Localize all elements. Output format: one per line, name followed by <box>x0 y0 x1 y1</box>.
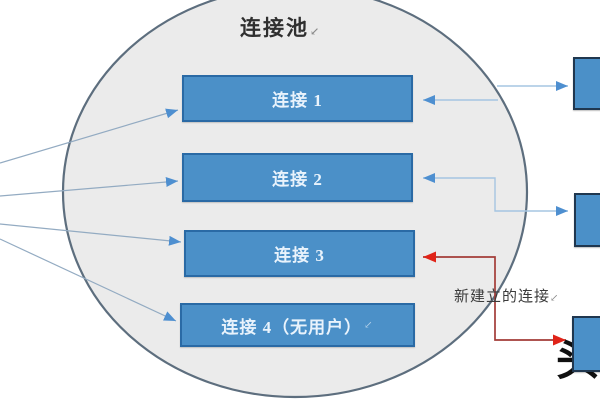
return-mark-icon: ↙ <box>550 293 559 304</box>
new-connection-annotation-text: 新建立的连接 <box>454 289 551 305</box>
new-connection-annotation: 新建立的连接↙ <box>454 285 558 306</box>
incoming-request-arrow-3 <box>0 223 182 246</box>
incoming-request-arrow-2 <box>0 177 179 197</box>
connection-box-4-label: 连接 4（无用户） <box>221 317 363 337</box>
incoming-request-arrow-1 <box>0 108 179 164</box>
return-mark-icon: ↙ <box>310 26 320 38</box>
connection-box-4: 连接 4（无用户） ↙ <box>180 303 415 347</box>
connection-box-1-label: 连接 1 <box>272 91 323 110</box>
client-box-middle <box>574 193 600 247</box>
return-mark-icon: ↙ <box>364 319 374 331</box>
connection-box-2-label: 连接 2 <box>272 170 323 189</box>
connection-box-3: 连接 3 <box>184 230 415 277</box>
connection-box-2: 连接 2 <box>182 153 413 202</box>
client-box-top <box>573 57 600 110</box>
pool-title: 连接池↙ <box>240 12 319 42</box>
incoming-request-arrow-4 <box>0 238 177 322</box>
connection-box-1: 连接 1 <box>182 75 413 122</box>
new-connection-red-elbow-arrow <box>423 251 566 346</box>
client-box-bottom <box>572 316 600 372</box>
connection-box-3-label: 连接 3 <box>274 246 325 265</box>
arrow-connection-2-client-middle-elbow <box>423 173 568 216</box>
pool-title-text: 连接池 <box>240 16 309 40</box>
